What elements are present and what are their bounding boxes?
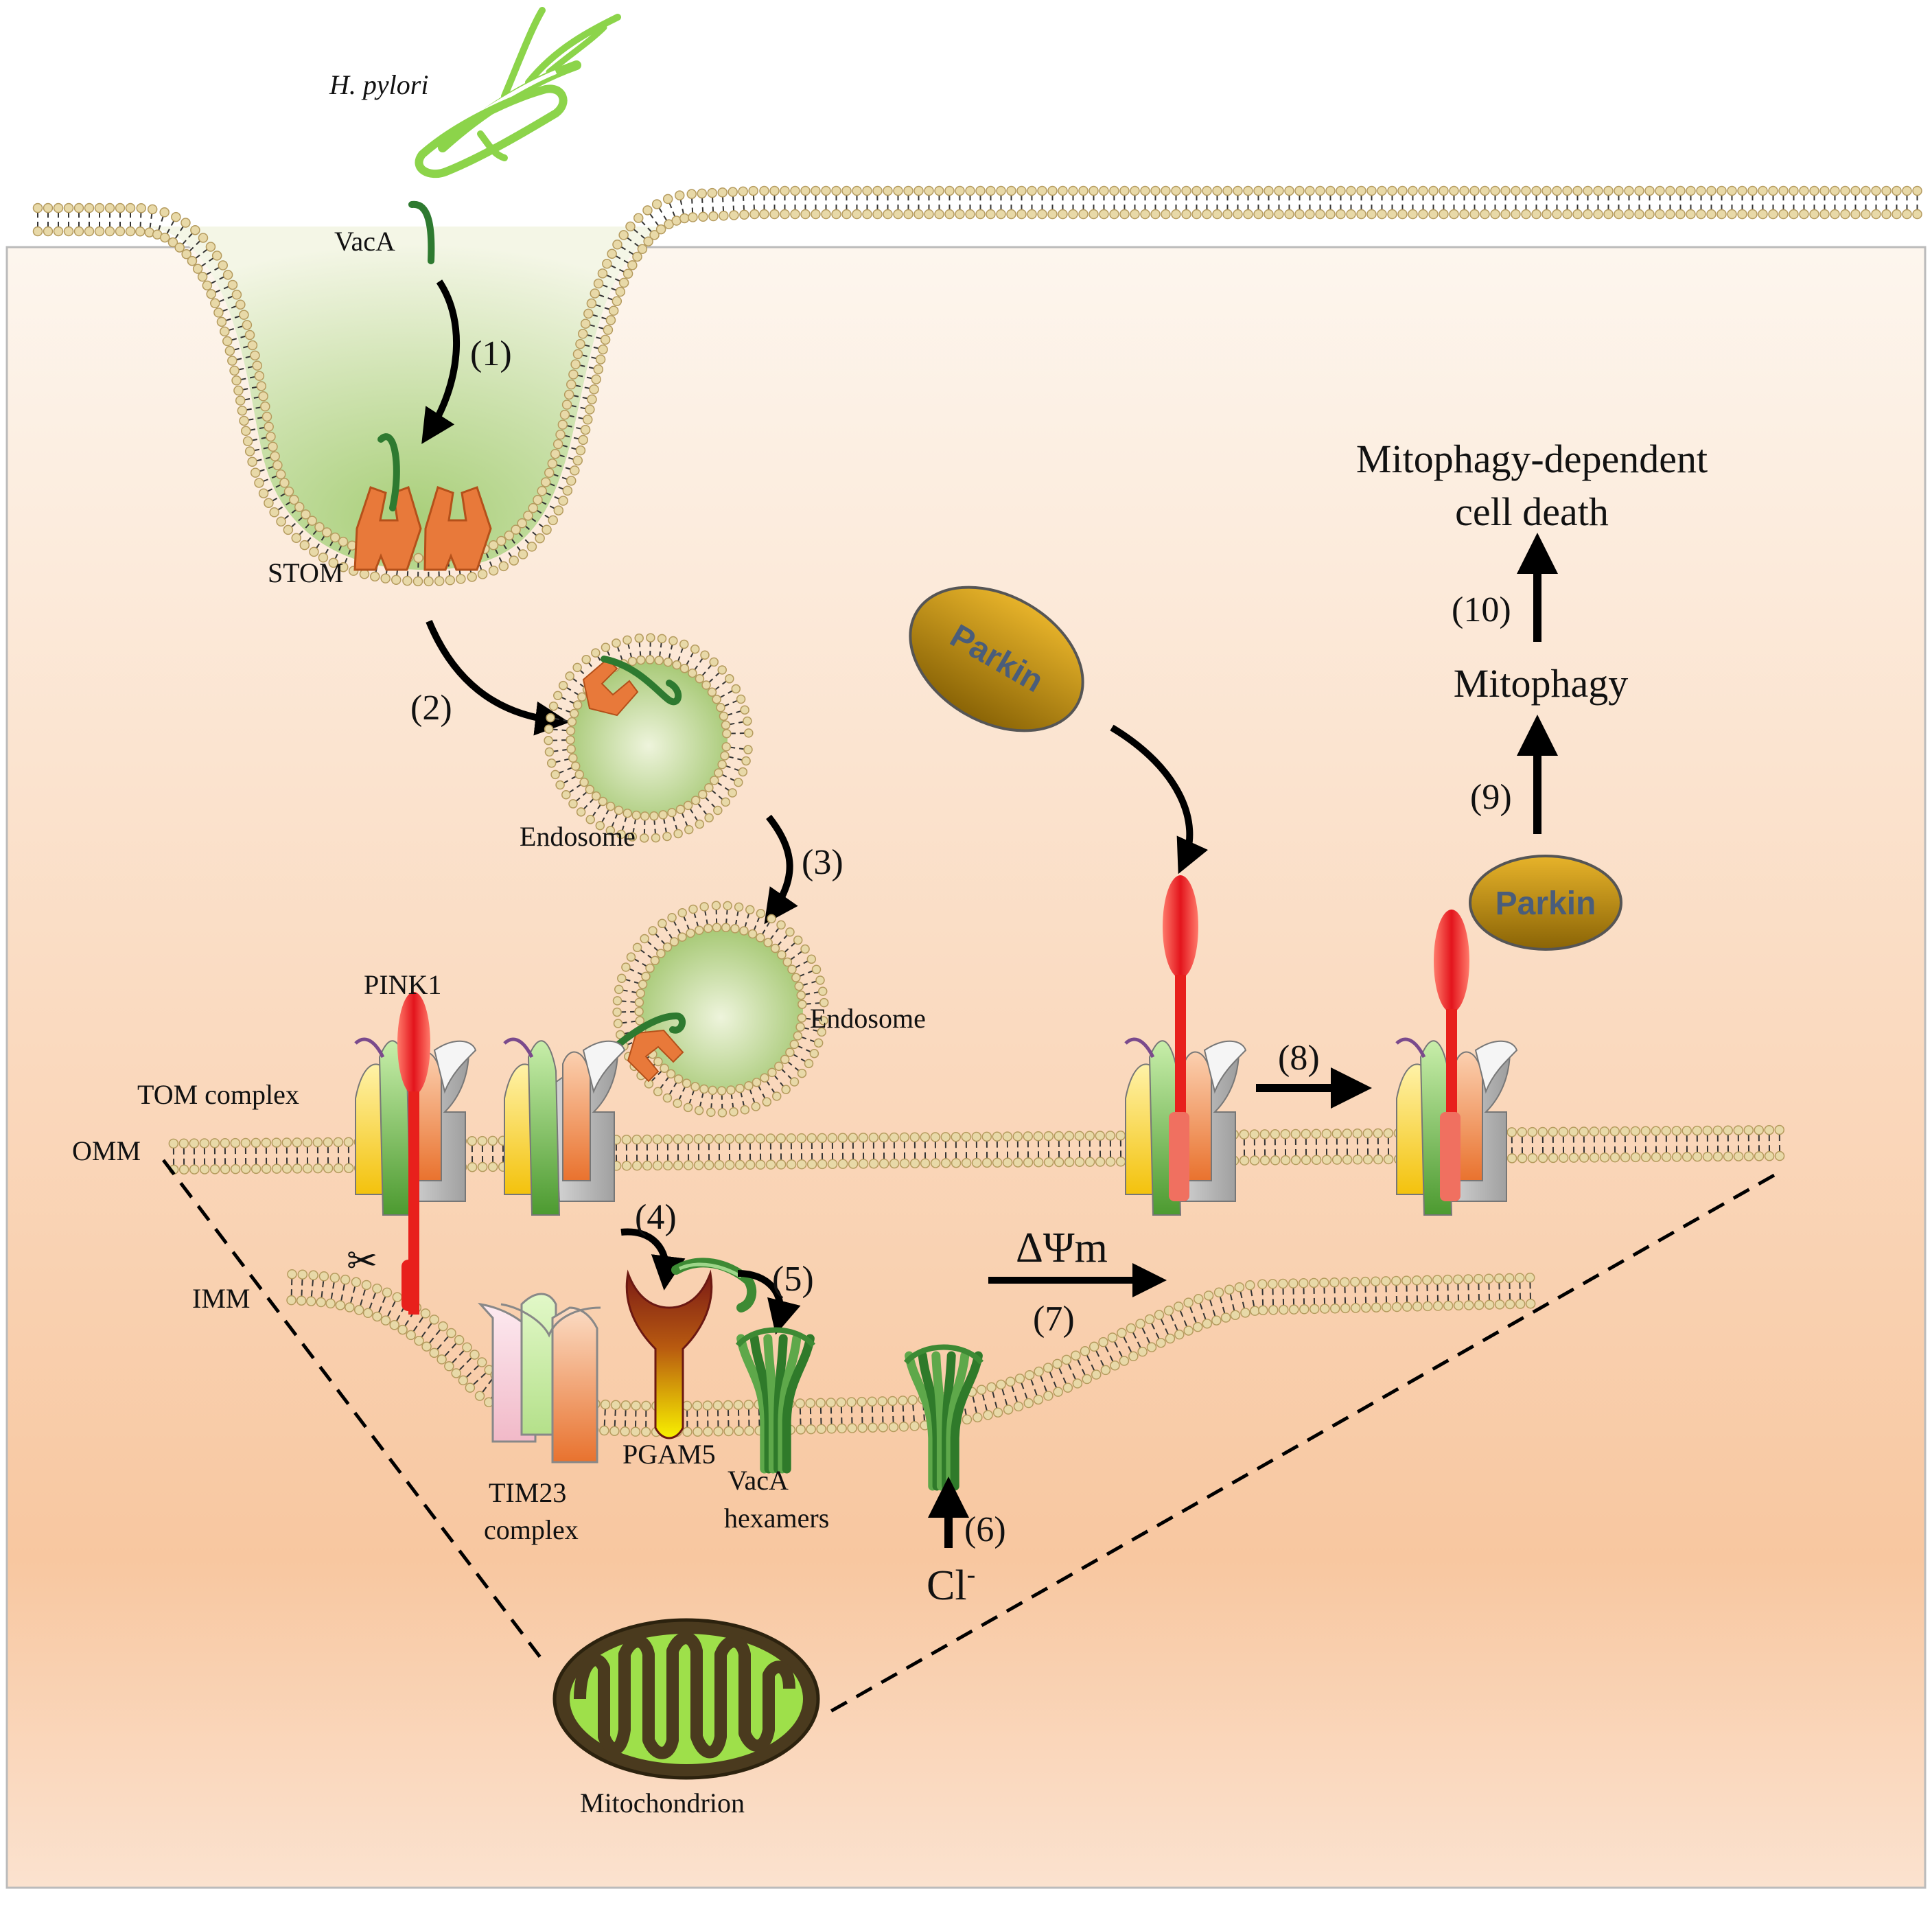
h-pylori-label: H. pylori xyxy=(329,69,428,100)
pink1-cleaved-fragment xyxy=(401,1260,419,1311)
step2-label: (2) xyxy=(410,689,452,728)
step7-label: (7) xyxy=(1033,1299,1075,1339)
step5-label: (5) xyxy=(772,1260,814,1299)
tim23-label-1: TIM23 xyxy=(489,1477,566,1508)
mitochondrion-icon xyxy=(555,1620,818,1778)
tim23-label-2: complex xyxy=(484,1514,579,1545)
mitochondrion-label: Mitochondrion xyxy=(580,1787,745,1818)
step3-label: (3) xyxy=(802,843,843,882)
pink1-label: PINK1 xyxy=(364,969,441,1000)
result-label-2: cell death xyxy=(1455,489,1609,534)
parkin-bound-label: Parkin xyxy=(1495,886,1596,922)
endosome1-label: Endosome xyxy=(520,821,636,852)
omm-label: OMM xyxy=(72,1135,141,1166)
result-label-1: Mitophagy-dependent xyxy=(1356,437,1708,481)
step9-label: (9) xyxy=(1470,778,1512,817)
endosome2-label: Endosome xyxy=(810,1003,926,1034)
delta-psi-label: ΔΨm xyxy=(1016,1225,1108,1271)
scissors-icon: ✂ xyxy=(347,1240,377,1282)
vaca-label: VacA xyxy=(334,226,395,257)
parkin-bound: Parkin xyxy=(1470,856,1621,949)
imm-label: IMM xyxy=(192,1283,250,1314)
stom-label: STOM xyxy=(268,557,343,588)
step10-label: (10) xyxy=(1452,590,1511,629)
step4-label: (4) xyxy=(635,1198,677,1237)
step1-label: (1) xyxy=(470,334,512,373)
mitophagy-label: Mitophagy xyxy=(1454,661,1629,706)
step6-label: (6) xyxy=(964,1510,1006,1549)
vaca-hexamers-label-1: VacA xyxy=(728,1465,789,1496)
vaca-hexamers-label-2: hexamers xyxy=(724,1503,829,1534)
step8-label: (8) xyxy=(1278,1039,1320,1078)
pgam5-label: PGAM5 xyxy=(622,1439,716,1470)
tom-complex-2 xyxy=(504,1039,625,1215)
tom-complex-label: TOM complex xyxy=(137,1079,299,1110)
